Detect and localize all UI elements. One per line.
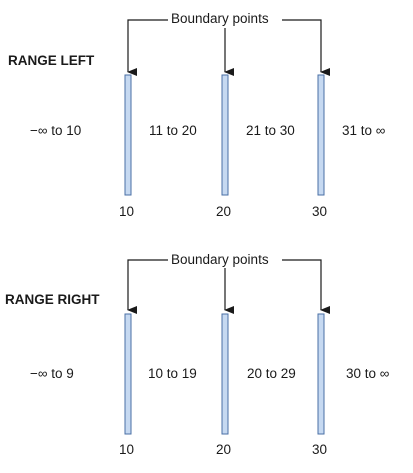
- top-arrow-left: [127, 19, 169, 76]
- bottom-connector: [127, 259, 330, 314]
- bottom-range-4: 30 to ∞: [346, 366, 390, 381]
- top-range-3: 21 to 30: [246, 123, 295, 138]
- bottom-tick-30: 30: [312, 442, 328, 457]
- top-range-1: −∞ to 10: [30, 123, 82, 138]
- top-boundary-bar-10: [124, 74, 132, 196]
- top-tick-30: 30: [312, 204, 328, 219]
- bottom-boundary-bar-20: [221, 313, 229, 435]
- top-connector: [127, 19, 330, 76]
- bottom-tick-10: 10: [119, 442, 135, 457]
- bottom-arrow-left: [127, 259, 169, 314]
- bottom-boundary-points-label: Boundary points: [168, 252, 272, 267]
- bottom-range-2: 10 to 19: [148, 366, 197, 381]
- top-boundary-bar-30: [317, 74, 325, 196]
- range-right-title: RANGE RIGHT: [5, 292, 100, 307]
- range-left-title: RANGE LEFT: [8, 53, 95, 68]
- top-tick-10: 10: [119, 204, 135, 219]
- bottom-range-1: −∞ to 9: [30, 366, 74, 381]
- top-arrow-right: [282, 19, 330, 76]
- bottom-boundary-bar-30: [317, 313, 325, 435]
- top-boundary-bar-20: [221, 74, 229, 196]
- bottom-tick-20: 20: [216, 442, 232, 457]
- bottom-arrow-right: [282, 259, 330, 314]
- bottom-range-3: 20 to 29: [247, 366, 296, 381]
- top-range-4: 31 to ∞: [342, 123, 386, 138]
- top-range-2: 11 to 20: [149, 123, 197, 138]
- top-tick-20: 20: [216, 204, 232, 219]
- top-boundary-points-label: Boundary points: [168, 11, 272, 26]
- bottom-boundary-bar-10: [124, 313, 132, 435]
